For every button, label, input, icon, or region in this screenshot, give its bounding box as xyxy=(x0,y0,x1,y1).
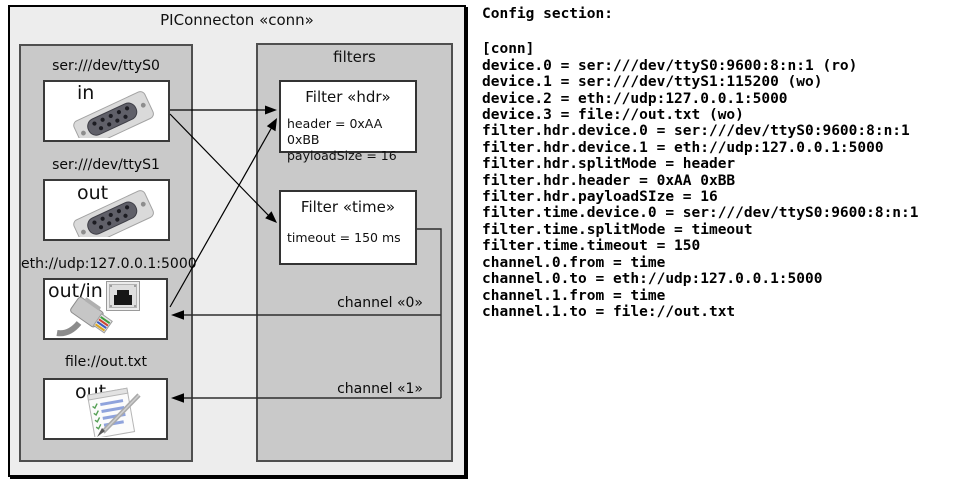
filter-title: Filter «time» xyxy=(300,198,396,216)
config-line: filter.hdr.device.1 = eth://udp:127.0.0.… xyxy=(482,139,884,156)
device-mode-label: out/in xyxy=(48,280,103,302)
device-box-eth-outin: out/in xyxy=(43,278,168,340)
config-line: [conn] xyxy=(482,41,535,58)
device-box-ttys1-out: out xyxy=(43,179,170,241)
config-line: channel.0.from = time xyxy=(482,254,666,271)
config-line: filter.hdr.splitMode = header xyxy=(482,156,736,173)
config-line: device.1 = ser:///dev/ttyS1:115200 (wo) xyxy=(482,74,823,91)
devices-panel: ser:///dev/ttyS0 in xyxy=(19,44,197,462)
ethernet-jack-icon xyxy=(106,281,140,311)
filter-title: Filter «hdr» xyxy=(305,88,391,106)
config-line: filter.time.splitMode = timeout xyxy=(482,221,753,238)
serial-port-icon xyxy=(73,91,154,138)
config-line: filter.hdr.device.0 = ser:///dev/ttyS0:9… xyxy=(482,123,910,140)
device-mode-label: in xyxy=(77,82,95,104)
config-line: channel.1.from = time xyxy=(482,287,666,304)
config-line: filter.time.device.0 = ser:///dev/ttyS0:… xyxy=(482,205,919,222)
notepad-icon xyxy=(86,387,141,437)
filter-box-time: Filter «time» timeout = 150 ms xyxy=(279,190,417,265)
filter-property: timeout = 150 ms xyxy=(287,230,401,245)
device-url-label: file://out.txt xyxy=(64,354,148,370)
filters-panel: filters Filter «hdr» header = 0xAA 0xBB … xyxy=(256,43,453,462)
config-line: device.0 = ser:///dev/ttyS0:9600:8:n:1 (… xyxy=(482,57,858,74)
piconnecton-box: PIConnecton «conn» ser:///dev/ttyS0 in xyxy=(8,5,466,477)
config-line: device.2 = eth://udp:127.0.0.1:5000 xyxy=(482,90,788,107)
device-box-file-out: out xyxy=(43,378,168,440)
config-line: channel.1.to = file://out.txt xyxy=(482,303,736,320)
config-line: filter.hdr.header = 0xAA 0xBB xyxy=(482,172,736,189)
filter-property: payloadSize = 16 xyxy=(287,148,397,163)
config-section: Config section: [conn] device.0 = ser://… xyxy=(482,6,960,320)
serial-port-icon xyxy=(73,190,154,237)
device-mode-label: out xyxy=(77,182,109,204)
channel-1-label: channel «1» xyxy=(337,381,423,397)
config-heading: Config section: xyxy=(482,6,613,22)
config-line: filter.time.timeout = 150 xyxy=(482,238,701,255)
filter-property: header = 0xAA 0xBB xyxy=(287,116,383,147)
config-line: filter.hdr.payloadSIze = 16 xyxy=(482,189,718,206)
filters-panel-title: filters xyxy=(333,48,376,66)
diagram-title: PIConnecton «conn» xyxy=(160,11,314,29)
config-line: device.3 = file://out.txt (wo) xyxy=(482,107,744,124)
filter-box-hdr: Filter «hdr» header = 0xAA 0xBB payloadS… xyxy=(279,80,417,163)
device-box-ttys0-in: in xyxy=(43,80,170,142)
device-url-label: ser:///dev/ttyS0 xyxy=(52,58,160,74)
device-url-label: eth://udp:127.0.0.1:5000 xyxy=(21,256,197,272)
ethernet-plug-icon xyxy=(56,296,113,337)
config-line: channel.0.to = eth://udp:127.0.0.1:5000 xyxy=(482,271,823,288)
channel-0-label: channel «0» xyxy=(337,295,423,311)
device-url-label: ser:///dev/ttyS1 xyxy=(52,157,160,173)
